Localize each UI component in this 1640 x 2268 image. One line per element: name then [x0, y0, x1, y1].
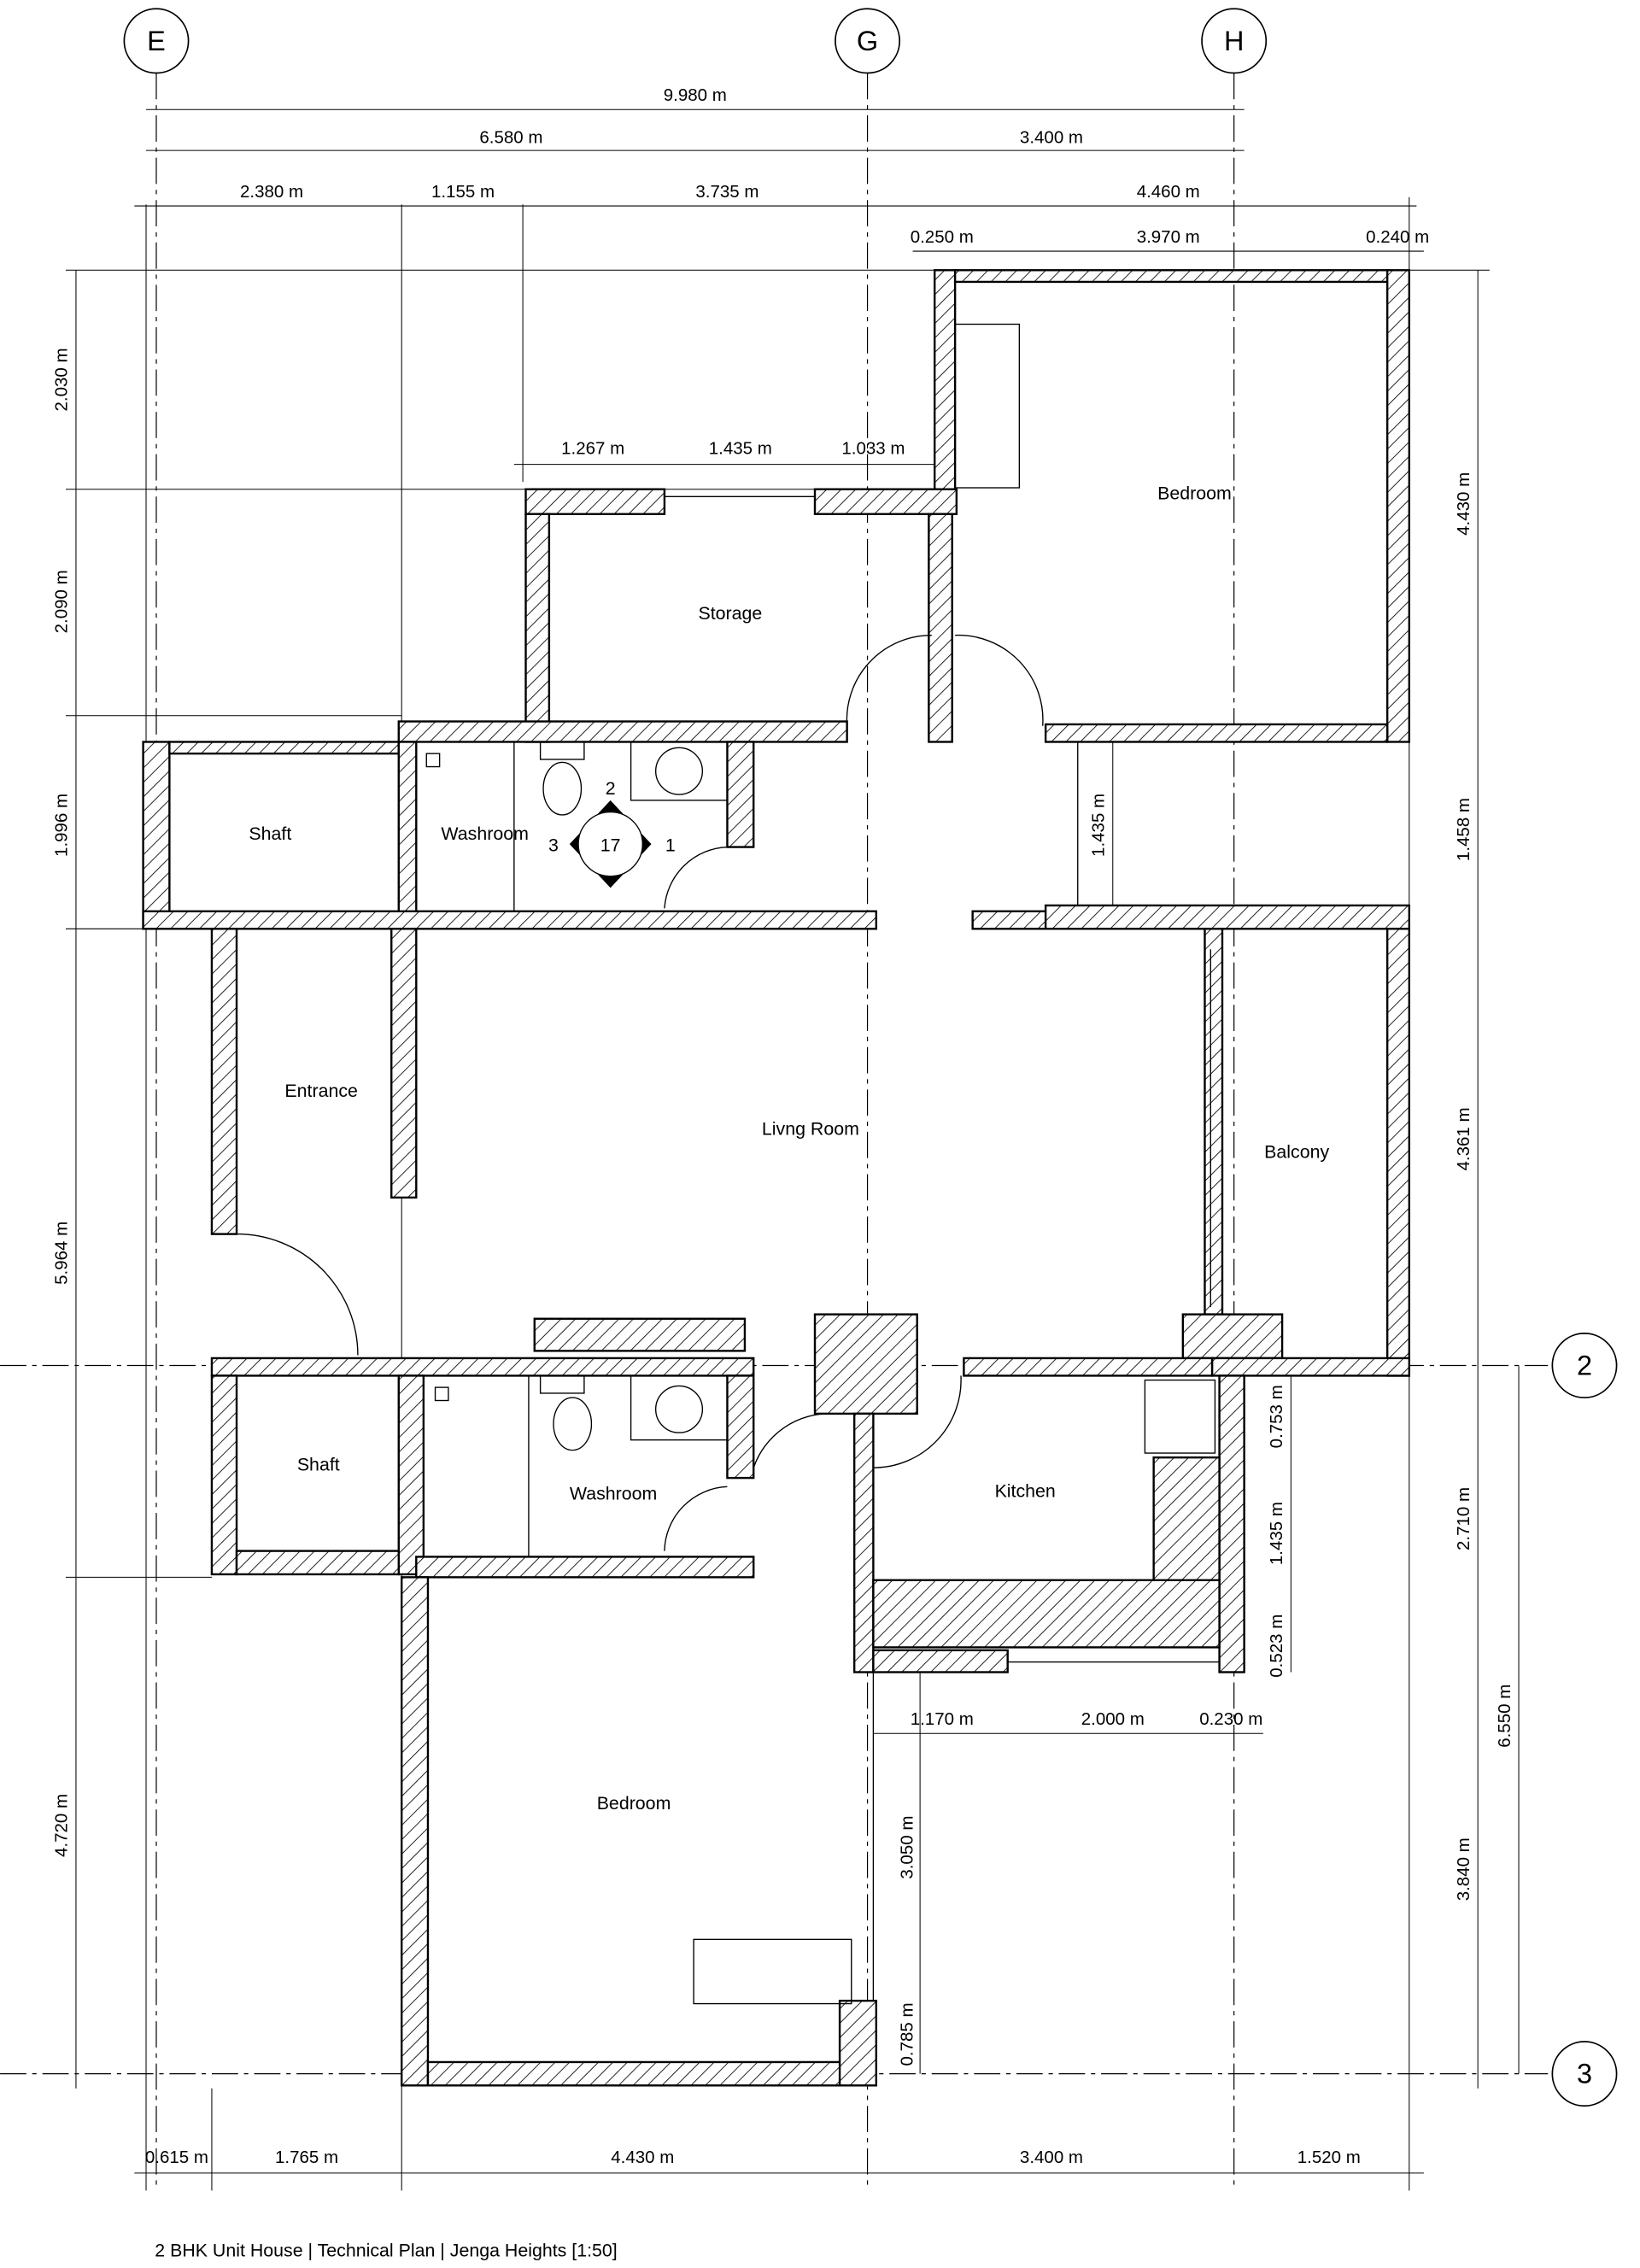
- fixtures: [237, 323, 1220, 2005]
- svg-text:1.996 m: 1.996 m: [52, 794, 72, 857]
- svg-text:1.033 m: 1.033 m: [841, 439, 905, 459]
- svg-text:1.435 m: 1.435 m: [1267, 1502, 1286, 1565]
- svg-text:0.785 m: 0.785 m: [898, 2002, 917, 2066]
- svg-text:4.460 m: 4.460 m: [1137, 182, 1200, 202]
- room-label-washroom-top: Washroom: [441, 823, 528, 844]
- svg-text:1.155 m: 1.155 m: [431, 182, 495, 202]
- walls: [142, 269, 1411, 2087]
- svg-text:2.030 m: 2.030 m: [52, 348, 72, 411]
- svg-text:4.361 m: 4.361 m: [1454, 1107, 1473, 1170]
- svg-text:2.090 m: 2.090 m: [52, 570, 72, 633]
- svg-text:3.400 m: 3.400 m: [1020, 128, 1083, 148]
- svg-text:1.267 m: 1.267 m: [561, 439, 624, 459]
- svg-text:1.520 m: 1.520 m: [1297, 2148, 1361, 2167]
- svg-text:2.380 m: 2.380 m: [240, 182, 303, 202]
- svg-text:0.240 m: 0.240 m: [1366, 227, 1429, 247]
- svg-text:1.170 m: 1.170 m: [911, 1709, 974, 1729]
- grid-label-h: H: [1224, 26, 1244, 56]
- svg-text:5.964 m: 5.964 m: [52, 1222, 72, 1285]
- svg-text:3: 3: [548, 835, 559, 856]
- svg-text:1.435 m: 1.435 m: [709, 439, 772, 459]
- svg-text:1.458 m: 1.458 m: [1454, 798, 1473, 861]
- svg-text:0.753 m: 0.753 m: [1267, 1385, 1286, 1448]
- svg-text:9.980 m: 9.980 m: [664, 85, 727, 105]
- svg-text:4.720 m: 4.720 m: [52, 1794, 72, 1857]
- room-label-shaft-bottom: Shaft: [297, 1455, 340, 1475]
- svg-text:3.050 m: 3.050 m: [898, 1816, 917, 1879]
- section-marker: 17 1 2 3: [548, 778, 676, 888]
- room-label-shaft-top: Shaft: [249, 823, 291, 844]
- grid-label-2: 2: [1577, 1350, 1592, 1380]
- room-label-washroom-bottom: Washroom: [570, 1484, 657, 1504]
- svg-text:2: 2: [606, 778, 616, 799]
- grid-label-g: G: [857, 26, 878, 56]
- room-label-living: Livng Room: [762, 1118, 859, 1139]
- svg-text:1.435 m: 1.435 m: [1089, 794, 1109, 857]
- svg-text:4.430 m: 4.430 m: [1454, 472, 1473, 536]
- plan-caption: 2 BHK Unit House | Technical Plan | Jeng…: [155, 2240, 617, 2260]
- svg-text:6.580 m: 6.580 m: [479, 128, 542, 148]
- svg-text:0.250 m: 0.250 m: [911, 227, 974, 247]
- svg-text:0.615 m: 0.615 m: [145, 2148, 208, 2167]
- svg-text:3.970 m: 3.970 m: [1137, 227, 1200, 247]
- room-label-storage: Storage: [698, 603, 762, 624]
- svg-text:0.230 m: 0.230 m: [1199, 1709, 1262, 1729]
- grid-label-3: 3: [1577, 2059, 1592, 2089]
- grid-bubbles: [123, 8, 1618, 2107]
- svg-text:2.000 m: 2.000 m: [1081, 1709, 1145, 1729]
- grid-label-e: E: [147, 26, 166, 56]
- svg-text:2.710 m: 2.710 m: [1454, 1487, 1473, 1550]
- svg-text:3.400 m: 3.400 m: [1020, 2148, 1083, 2167]
- svg-text:4.430 m: 4.430 m: [611, 2148, 674, 2167]
- dimension-labels: 9.980 m 6.580 m 3.400 m 2.380 m 1.155 m …: [52, 85, 1514, 2167]
- svg-text:1.765 m: 1.765 m: [275, 2148, 338, 2167]
- room-label-bedroom-top: Bedroom: [1157, 483, 1232, 504]
- room-label-bedroom-bottom: Bedroom: [597, 1793, 671, 1814]
- room-label-entrance: Entrance: [284, 1081, 358, 1101]
- svg-text:0.523 m: 0.523 m: [1267, 1615, 1286, 1678]
- room-label-balcony: Balcony: [1264, 1142, 1329, 1163]
- svg-text:17: 17: [600, 835, 621, 856]
- svg-text:1: 1: [665, 835, 676, 856]
- svg-text:6.550 m: 6.550 m: [1495, 1685, 1514, 1748]
- room-label-kitchen: Kitchen: [995, 1480, 1056, 1501]
- svg-text:3.735 m: 3.735 m: [695, 182, 758, 202]
- svg-text:3.840 m: 3.840 m: [1454, 1837, 1473, 1901]
